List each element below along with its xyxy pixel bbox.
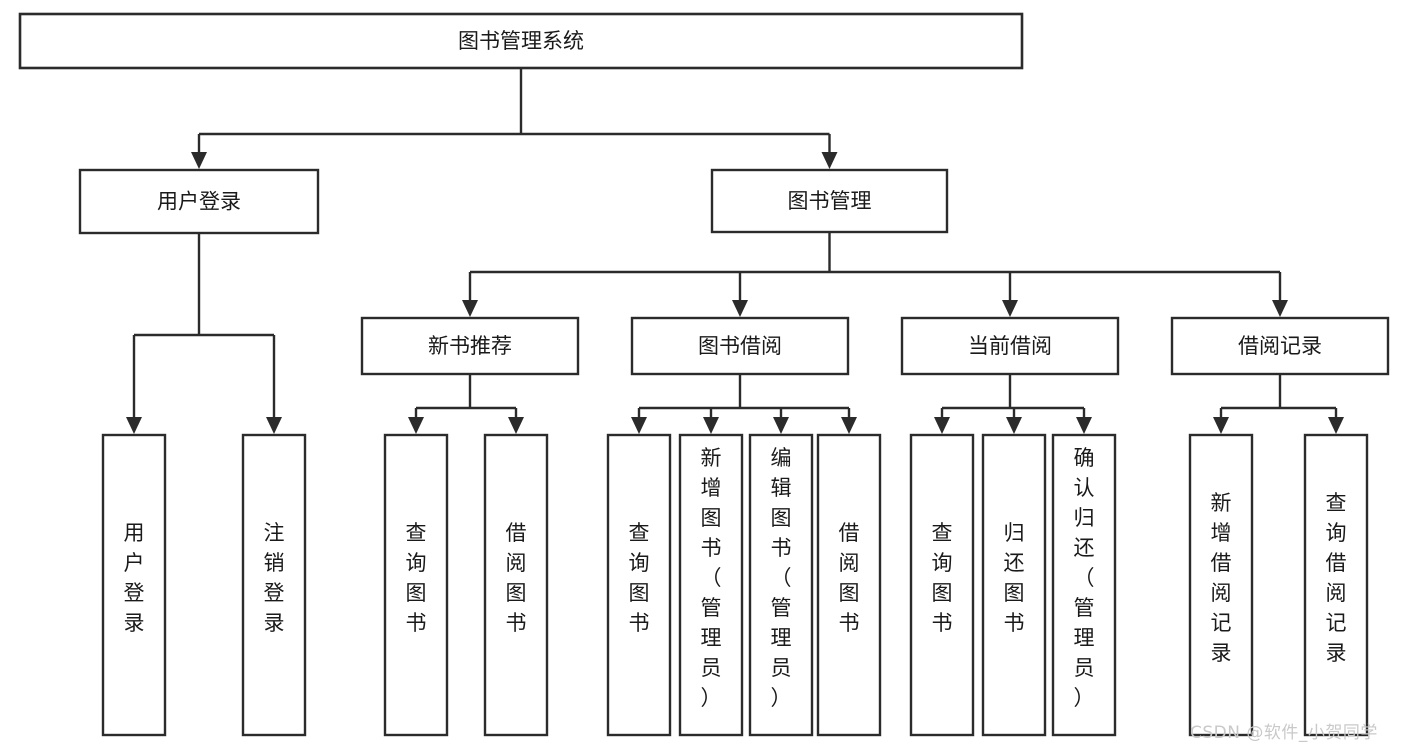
node-box-leaf-add-borrow-record[interactable] [1188,433,1254,737]
arrow-head-leaf-user-login [126,417,142,434]
node-label-borrow-record: 借阅记录 [1238,334,1322,358]
arrow-head-leaf-return-book [1006,417,1022,434]
node-leaf-add-book[interactable]: 新增图书（管理员） [678,433,744,737]
node-leaf-user-login[interactable]: 用户登录 [101,433,167,737]
node-box-current-borrow[interactable] [900,316,1120,376]
csdn-watermark: CSDN @软件_小贺同学 [1190,723,1378,743]
node-leaf-borrow-book[interactable]: 借阅图书 [816,433,882,737]
node-label-leaf-query-borrow-record: 查询借阅记录 [1326,491,1347,665]
node-box-new-book-recommend[interactable] [360,316,580,376]
arrow-head-leaf-query-book-rec [408,417,424,434]
node-label-leaf-return-book: 归还图书 [1004,521,1025,635]
arrow-head-leaf-add-borrow-record [1213,417,1229,434]
node-label-leaf-borrow-book-rec: 借阅图书 [506,521,527,635]
node-box-leaf-add-book[interactable] [678,433,744,737]
node-book-borrow[interactable]: 图书借阅 [630,316,850,376]
node-current-borrow[interactable]: 当前借阅 [900,316,1120,376]
arrow-head-borrow-record [1272,300,1288,317]
node-label-leaf-borrow-book: 借阅图书 [839,521,860,635]
node-label-leaf-edit-book: 编辑图书（管理员） [771,446,792,710]
arrow-head-leaf-query-borrow-record [1328,417,1344,434]
node-box-book-borrow[interactable] [630,316,850,376]
arrow-head-book-borrow [732,300,748,317]
connector-lines-layer [126,68,1344,434]
node-leaf-add-borrow-record[interactable]: 新增借阅记录 [1188,433,1254,737]
node-leaf-query-book-current[interactable]: 查询图书 [909,433,975,737]
node-boxes-layer: 图书管理系统用户登录图书管理新书推荐图书借阅当前借阅借阅记录用户登录注销登录查询… [18,12,1390,737]
arrow-head-new-book-recommend [462,300,478,317]
node-leaf-borrow-book-rec[interactable]: 借阅图书 [483,433,549,737]
arrow-head-current-borrow [1002,300,1018,317]
node-box-leaf-user-login[interactable] [101,433,167,737]
node-box-leaf-edit-book[interactable] [748,433,814,737]
node-leaf-edit-book[interactable]: 编辑图书（管理员） [748,433,814,737]
node-leaf-query-book-borrow[interactable]: 查询图书 [606,433,672,737]
connector-group-new-book-recommend [408,374,524,434]
node-book-management[interactable]: 图书管理 [710,168,949,234]
arrow-head-book-management [821,152,838,169]
node-label-leaf-add-borrow-record: 新增借阅记录 [1211,491,1232,665]
node-box-leaf-confirm-return[interactable] [1051,433,1117,737]
node-box-borrow-record[interactable] [1170,316,1390,376]
node-label-leaf-query-book-borrow: 查询图书 [629,521,650,635]
node-box-leaf-query-book-rec[interactable] [383,433,449,737]
arrow-head-leaf-borrow-book [841,417,857,434]
arrow-head-leaf-borrow-book-rec [508,417,524,434]
connector-group-root [191,68,838,169]
arrow-head-leaf-add-book [703,417,719,434]
connector-group-book-management [462,232,1288,317]
node-label-leaf-confirm-return: 确认归还（管理员） [1074,446,1095,710]
node-root[interactable]: 图书管理系统 [18,12,1024,70]
node-box-leaf-query-book-current[interactable] [909,433,975,737]
node-label-user-login: 用户登录 [157,190,241,214]
node-box-leaf-query-book-borrow[interactable] [606,433,672,737]
node-box-leaf-borrow-book[interactable] [816,433,882,737]
arrow-head-leaf-confirm-return [1076,417,1092,434]
node-leaf-user-logout[interactable]: 注销登录 [241,433,307,737]
node-box-book-management[interactable] [710,168,949,234]
arrow-head-user-login [191,152,207,169]
node-leaf-query-borrow-record[interactable]: 查询借阅记录 [1303,433,1369,737]
node-new-book-recommend[interactable]: 新书推荐 [360,316,580,376]
node-leaf-return-book[interactable]: 归还图书 [981,433,1047,737]
connector-group-user-login [126,233,282,434]
node-label-leaf-query-book-rec: 查询图书 [406,521,427,635]
arrow-head-leaf-user-logout [266,417,282,434]
node-label-leaf-user-login: 用户登录 [124,521,145,635]
node-label-leaf-query-book-current: 查询图书 [932,521,953,635]
node-leaf-query-book-rec[interactable]: 查询图书 [383,433,449,737]
node-label-root: 图书管理系统 [458,29,584,53]
connector-group-borrow-record [1213,374,1344,434]
node-label-new-book-recommend: 新书推荐 [428,334,512,358]
node-box-leaf-query-borrow-record[interactable] [1303,433,1369,737]
node-label-book-management: 图书管理 [788,189,872,213]
node-borrow-record[interactable]: 借阅记录 [1170,316,1390,376]
connector-group-book-borrow [631,374,857,434]
node-label-book-borrow: 图书借阅 [698,334,782,358]
node-label-leaf-add-book: 新增图书（管理员） [701,446,722,710]
arrow-head-leaf-edit-book [773,417,789,434]
node-box-leaf-user-logout[interactable] [241,433,307,737]
node-box-root[interactable] [18,12,1024,70]
node-box-user-login[interactable] [78,168,320,235]
node-label-current-borrow: 当前借阅 [968,334,1052,358]
node-box-leaf-return-book[interactable] [981,433,1047,737]
connector-group-current-borrow [934,374,1092,434]
arrow-head-leaf-query-book-current [934,417,950,434]
node-box-leaf-borrow-book-rec[interactable] [483,433,549,737]
node-user-login[interactable]: 用户登录 [78,168,320,235]
arrow-head-leaf-query-book-borrow [631,417,647,434]
node-label-leaf-user-logout: 注销登录 [264,521,285,635]
node-leaf-confirm-return[interactable]: 确认归还（管理员） [1051,433,1117,737]
